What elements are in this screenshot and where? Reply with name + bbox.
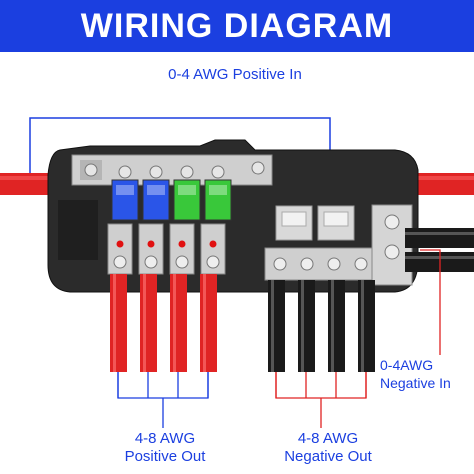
positive-out-label-line2: Positive Out bbox=[124, 448, 206, 465]
negative-output-wire bbox=[298, 280, 315, 372]
positive-out-callout-lines bbox=[117, 372, 209, 428]
positive-output-wire bbox=[170, 274, 187, 372]
negative-output-wire bbox=[268, 280, 285, 372]
terminal-screw bbox=[113, 255, 127, 269]
title-banner: WIRING DIAGRAM bbox=[0, 0, 474, 52]
negative-out-callout-lines bbox=[275, 372, 367, 428]
terminal-screw bbox=[144, 255, 158, 269]
negative-output-wire bbox=[358, 280, 375, 372]
fuse-blue bbox=[142, 179, 170, 221]
fuse-screw bbox=[118, 165, 132, 179]
negative-output-wires bbox=[268, 280, 375, 372]
positive-in-label: 0-4 AWG Positive In bbox=[168, 66, 302, 83]
positive-output-terminals bbox=[107, 223, 226, 275]
negative-in-label: 0-4AWG Negative In bbox=[380, 356, 474, 392]
status-led bbox=[147, 240, 155, 248]
terminal-screw bbox=[206, 255, 220, 269]
negative-screw bbox=[327, 257, 341, 271]
negative-out-label: 4-8 AWG Negative Out bbox=[258, 430, 398, 466]
fuse-screw bbox=[180, 165, 194, 179]
negative-section-clear-fuses bbox=[275, 205, 355, 241]
positive-out-ticks bbox=[117, 372, 209, 398]
fuse-green bbox=[173, 179, 201, 221]
fuse-green bbox=[204, 179, 232, 221]
negative-in-callout-lines bbox=[420, 249, 441, 355]
fuse-screw bbox=[211, 165, 225, 179]
negative-out-ticks bbox=[275, 372, 367, 398]
negative-screw bbox=[354, 257, 368, 271]
positive-out-label-line1: 4-8 AWG bbox=[134, 430, 196, 447]
negative-input-wire-1 bbox=[405, 228, 474, 248]
negative-busbar-screws bbox=[273, 257, 368, 271]
page-title: WIRING DIAGRAM bbox=[80, 6, 394, 45]
status-led bbox=[178, 240, 186, 248]
negative-in-label-line1: 0-4AWG bbox=[380, 357, 434, 373]
negative-out-label-line2: Negative Out bbox=[284, 448, 372, 465]
fuse-blue bbox=[111, 179, 139, 221]
positive-output-wire bbox=[140, 274, 157, 372]
negative-in-label-line2: Negative In bbox=[380, 375, 451, 391]
positive-out-label: 4-8 AWG Positive Out bbox=[100, 430, 230, 466]
negative-out-label-line1: 4-8 AWG bbox=[297, 430, 359, 447]
positive-output-wire bbox=[200, 274, 217, 372]
negative-screw bbox=[300, 257, 314, 271]
positive-in-callout-lines bbox=[29, 117, 331, 178]
negative-output-wire bbox=[328, 280, 345, 372]
terminal-screw bbox=[175, 255, 189, 269]
status-led bbox=[116, 240, 124, 248]
positive-output-wire bbox=[110, 274, 127, 372]
negative-screw bbox=[273, 257, 287, 271]
positive-output-wires bbox=[110, 274, 217, 372]
positive-busbar bbox=[71, 154, 273, 186]
status-led bbox=[209, 240, 217, 248]
fuse-group bbox=[111, 165, 232, 221]
fuse-screw bbox=[149, 165, 163, 179]
